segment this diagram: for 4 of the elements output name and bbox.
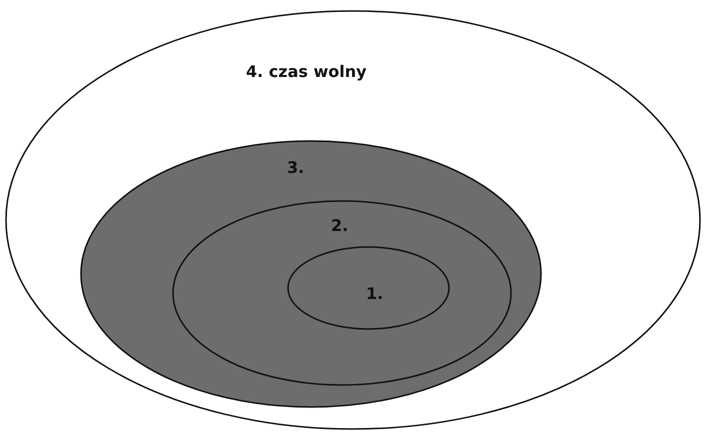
ellipse-label: 4. czas wolny: [246, 62, 367, 82]
ellipse-label: 3.: [287, 158, 304, 178]
ellipse-label: 2.: [331, 216, 348, 236]
ellipse-label: 1.: [366, 284, 384, 304]
